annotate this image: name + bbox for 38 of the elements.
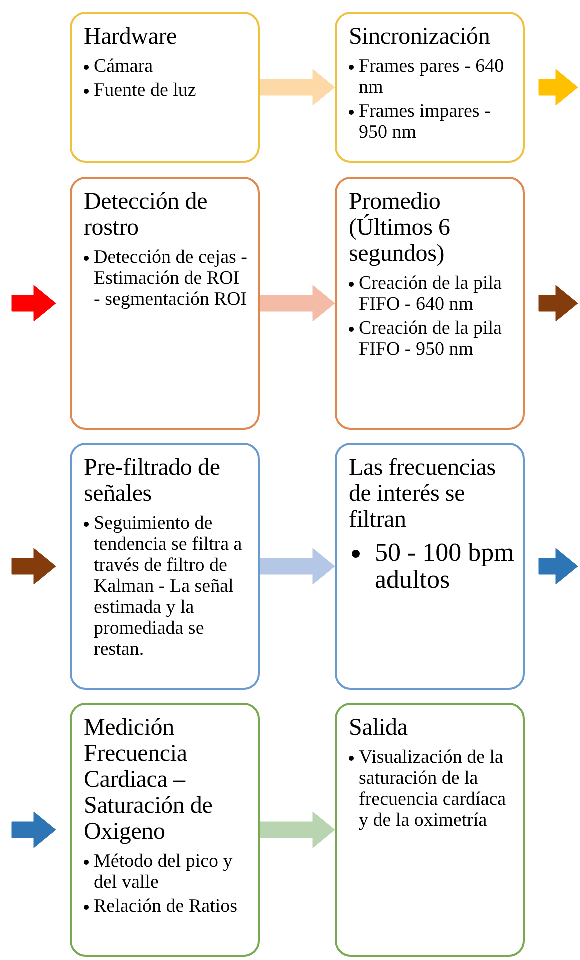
bullet-text: Fuente de luz <box>94 80 196 101</box>
block-arrow <box>12 285 56 322</box>
block-arrow <box>260 69 336 106</box>
bullet-text: Detección de cejas - Estimación de ROI - segmentación ROI <box>94 247 248 310</box>
bullet-text: Frames impares - 950 nm <box>359 101 491 143</box>
block-arrow <box>260 285 336 322</box>
block-arrow <box>538 548 578 585</box>
process-box <box>70 12 260 163</box>
bullet-text: Método del pico y del valle <box>94 851 233 893</box>
process-box <box>70 443 260 690</box>
bullet-text: Creación de la pila FIFO - 640 nm <box>359 273 502 315</box>
bullet-text: Visualización de la saturación de la frecuencia cardíaca y de la oximetría <box>359 747 506 831</box>
block-arrow <box>260 548 336 585</box>
block-arrow <box>12 812 56 848</box>
step-title: Detección de rostro <box>84 189 209 241</box>
process-box <box>335 177 525 430</box>
process-box <box>335 12 525 163</box>
step-title: Promedio (Últimos 6 segundos) <box>349 189 452 267</box>
bullet-text: Cámara <box>94 56 154 77</box>
step-title: Las frecuencias de interés se filtran <box>349 455 497 533</box>
step-title: Medición Frecuencia Cardiaca – Saturación de Oxigeno <box>84 715 214 845</box>
process-box <box>335 443 525 690</box>
bullet-text: Relación de Ratios <box>94 896 238 917</box>
step-title: Sincronización <box>349 24 492 50</box>
bullet-text: 50 - 100 bpm adultos <box>375 538 514 594</box>
block-arrow <box>260 812 336 848</box>
step-title: Hardware <box>84 24 178 50</box>
step-title: Salida <box>349 715 409 741</box>
bullet-text: Frames pares - 640 nm <box>359 56 504 98</box>
bullet-text: Seguimiento de tendencia se filtra a través de filtro de Kalman - La señal estimada y la promediada se restan. <box>94 513 242 660</box>
process-box <box>70 177 260 430</box>
block-arrow <box>538 285 578 322</box>
process-box <box>335 703 525 957</box>
block-arrow <box>12 548 56 585</box>
block-arrow <box>538 69 578 106</box>
bullet-text: Creación de la pila FIFO - 950 nm <box>359 318 502 360</box>
process-box <box>70 703 260 957</box>
step-title: Pre-filtrado de señales <box>84 455 222 507</box>
